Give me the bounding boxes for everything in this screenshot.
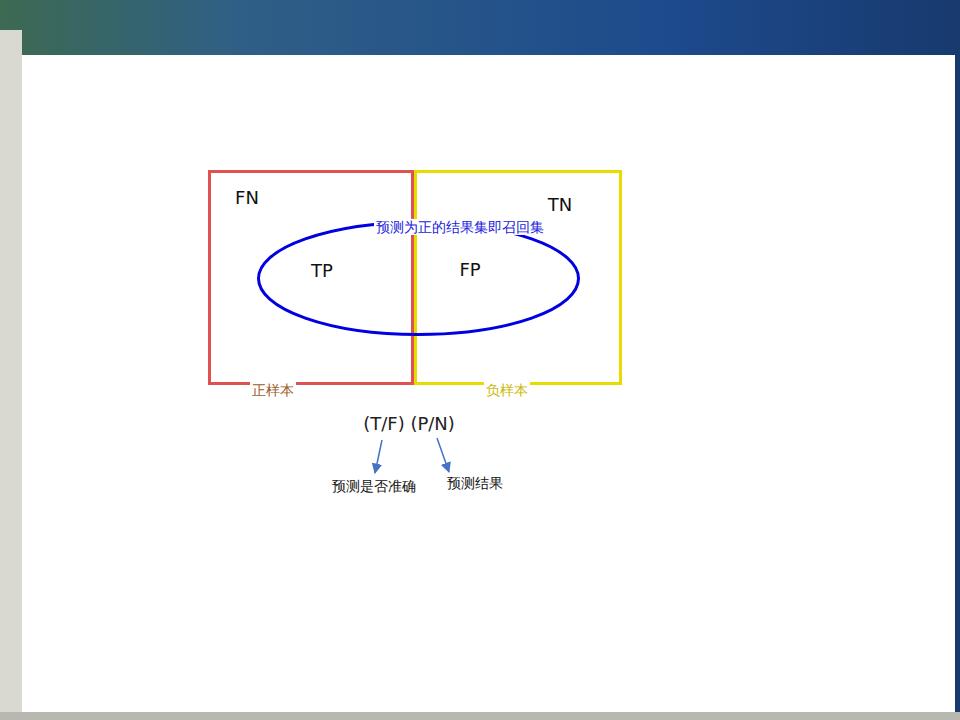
negative-sample-box: TN负样本 [414,170,622,385]
region-label: FP [459,260,480,281]
annotation-label: 预测是否准确 [332,478,416,494]
leader-arrow [375,440,382,473]
notation-label: (T/F) (P/N) [363,414,455,435]
ellipse-outline [257,221,580,336]
positive-sample-box: FN正样本 [208,170,414,385]
leader-arrow [437,438,449,472]
white-panel [22,55,955,712]
predicted-positive-ellipse: 预测为正的结果集即召回集 TP FP [257,221,580,336]
ellipse-outline [259,223,579,335]
annotation-label: 预测结果 [447,475,503,491]
bottom-margin [0,712,960,720]
region-label: TP [311,261,333,282]
region-label: TN [548,195,572,216]
left-margin [0,30,22,720]
box-heading: 正样本 [250,382,296,398]
ellipse-heading: 预测为正的结果集即召回集 [374,219,546,235]
region-label: FN [235,188,259,209]
box-heading: 负样本 [484,382,530,398]
